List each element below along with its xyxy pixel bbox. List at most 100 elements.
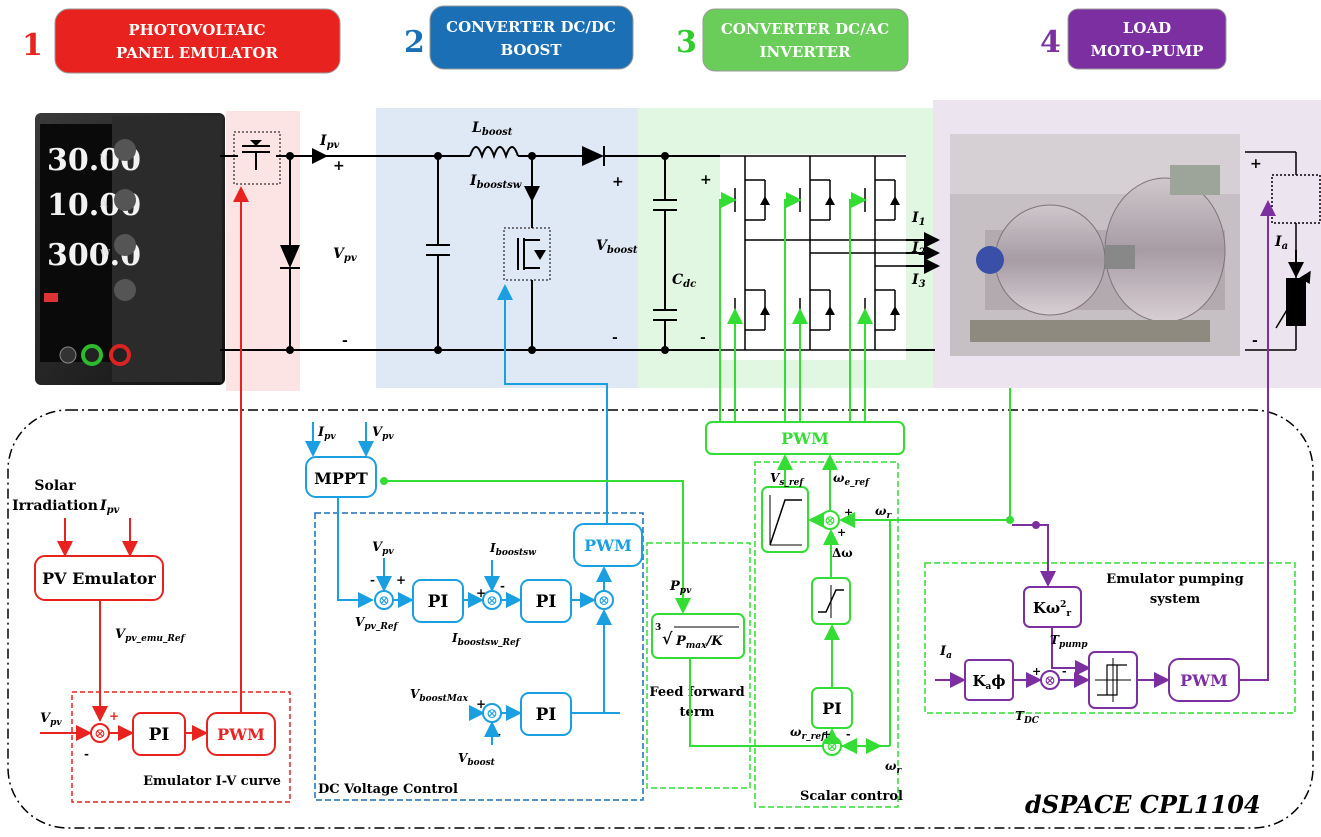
pumping-label-line1: Emulator pumping bbox=[1106, 572, 1243, 587]
stage-3-title-line2: INVERTER bbox=[759, 43, 851, 61]
svg-text:PWM: PWM bbox=[217, 725, 265, 744]
svg-text:VboostMax: VboostMax bbox=[410, 687, 469, 704]
solar-irradiation-line2: Irradiation bbox=[12, 498, 98, 514]
svg-text:ωe_ref: ωe_ref bbox=[833, 471, 871, 488]
svg-text:Vboost: Vboost bbox=[458, 751, 496, 768]
svg-text:PWM: PWM bbox=[1180, 671, 1228, 690]
svg-text:Vs_ref: Vs_ref bbox=[770, 471, 805, 488]
svg-text:PI: PI bbox=[536, 705, 557, 725]
svg-text:+: + bbox=[109, 709, 119, 723]
svg-text:W: W bbox=[100, 249, 111, 260]
svg-text:Iboostsw_Ref: Iboostsw_Ref bbox=[451, 631, 522, 648]
stage-2-number: 2 bbox=[404, 25, 425, 60]
svg-text:Vpv: Vpv bbox=[372, 425, 394, 442]
stage-4-title-line2: MOTO-PUMP bbox=[1091, 42, 1204, 60]
pumping-label-line2: system bbox=[1150, 592, 1200, 607]
svg-text:Vpv: Vpv bbox=[40, 711, 62, 728]
svg-text:Vpv_Ref: Vpv_Ref bbox=[355, 615, 400, 632]
svg-text:3: 3 bbox=[655, 623, 661, 633]
header-stage-3: 3 CONVERTER DC/AC INVERTER bbox=[676, 9, 908, 71]
stage-3-title-line1: CONVERTER DC/AC bbox=[721, 20, 889, 38]
emulator-iv-label: Emulator I-V curve bbox=[143, 774, 281, 789]
svg-text:+: + bbox=[333, 158, 345, 174]
vpv-label: Vpv bbox=[333, 246, 357, 264]
svg-text:V: V bbox=[99, 154, 108, 165]
svg-text:Ppv: Ppv bbox=[669, 579, 692, 596]
stage-2-title-line1: CONVERTER DC/DC bbox=[446, 18, 616, 36]
power-supply-image: 30.00 V 10.00 A 300.0 W bbox=[35, 113, 225, 385]
svg-text:√: √ bbox=[662, 629, 673, 648]
svg-text:⊗: ⊗ bbox=[826, 739, 838, 755]
svg-text:-: - bbox=[342, 333, 348, 349]
svg-text:-: - bbox=[1062, 665, 1067, 678]
stage-4-number: 4 bbox=[1040, 25, 1061, 60]
scalar-control-label: Scalar control bbox=[800, 789, 903, 804]
svg-text:⊗: ⊗ bbox=[1044, 673, 1056, 689]
svg-text:TDC: TDC bbox=[1015, 709, 1040, 726]
pv-emulator-label: PV Emulator bbox=[42, 569, 156, 588]
svg-text:+: + bbox=[844, 506, 853, 519]
svg-text:+: + bbox=[476, 697, 486, 711]
svg-text:+: + bbox=[476, 586, 486, 600]
stage-4-title-line1: LOAD bbox=[1123, 19, 1171, 37]
svg-text:-: - bbox=[612, 330, 618, 346]
motor-pump-image bbox=[950, 134, 1240, 356]
svg-text:+: + bbox=[1032, 665, 1041, 678]
stage-3-number: 3 bbox=[676, 25, 697, 60]
feed-forward-label-line1: Feed forward bbox=[649, 685, 744, 700]
svg-text:⊗: ⊗ bbox=[598, 593, 610, 609]
svg-text:Iboostsw: Iboostsw bbox=[489, 541, 536, 558]
svg-text:A: A bbox=[99, 199, 108, 210]
stage-1-title-line1: PHOTOVOLTAIC bbox=[128, 21, 265, 39]
svg-text:-: - bbox=[500, 579, 505, 593]
svg-text:⊗: ⊗ bbox=[94, 726, 106, 742]
vf-block bbox=[762, 487, 808, 552]
svg-text:⊗: ⊗ bbox=[486, 706, 498, 722]
svg-text:+: + bbox=[396, 573, 406, 587]
svg-text:-: - bbox=[496, 727, 501, 741]
svg-text:+: + bbox=[837, 526, 846, 539]
ipv-label: Ipv bbox=[319, 133, 340, 151]
dspace-label: dSPACE CPL1104 bbox=[1025, 790, 1261, 819]
svg-text:+: + bbox=[1250, 156, 1262, 172]
svg-text:ωr: ωr bbox=[885, 759, 902, 776]
mppt-label: MPPT bbox=[314, 469, 368, 488]
svg-text:PWM: PWM bbox=[584, 536, 632, 555]
inverter-bridge bbox=[720, 154, 938, 360]
svg-text:-: - bbox=[84, 747, 89, 761]
load-resistor bbox=[1286, 278, 1306, 326]
vpv-emu-ref-label: Vpv_emu_Ref bbox=[115, 627, 187, 644]
feed-forward-box bbox=[647, 543, 750, 788]
svg-text:-: - bbox=[1252, 333, 1258, 349]
svg-text:+: + bbox=[822, 728, 831, 741]
svg-text:ωr: ωr bbox=[875, 504, 892, 521]
stage-2-title-line2: BOOST bbox=[500, 41, 562, 59]
svg-text:PI: PI bbox=[536, 592, 557, 612]
svg-text:-: - bbox=[846, 728, 851, 741]
svg-text:-: - bbox=[700, 330, 706, 346]
svg-text:⊗: ⊗ bbox=[824, 513, 836, 529]
svg-text:Ipv: Ipv bbox=[317, 425, 336, 442]
svg-text:PI: PI bbox=[428, 592, 449, 612]
svg-text:Kω2r: Kω2r bbox=[1033, 599, 1072, 619]
dc-voltage-control-label: DC Voltage Control bbox=[318, 782, 458, 797]
svg-text:PI: PI bbox=[822, 699, 842, 718]
svg-text:PI: PI bbox=[149, 725, 170, 745]
solar-irradiation-line1: Solar bbox=[34, 478, 76, 494]
svg-text:⊗: ⊗ bbox=[378, 593, 390, 609]
ipv-input-label: Ipv bbox=[99, 498, 120, 516]
svg-text:Vpv: Vpv bbox=[372, 540, 394, 557]
svg-text:Ia: Ia bbox=[939, 644, 952, 661]
stage-1-title-line2: PANEL EMULATOR bbox=[116, 44, 278, 62]
svg-text:+: + bbox=[612, 174, 624, 190]
header-stage-1: 1 PHOTOVOLTAIC PANEL EMULATOR bbox=[22, 9, 340, 73]
feed-forward-label-line2: term bbox=[680, 705, 715, 720]
svg-text:+: + bbox=[700, 172, 712, 188]
svg-text:⊗: ⊗ bbox=[486, 593, 498, 609]
header-stage-2: 2 CONVERTER DC/DC BOOST bbox=[404, 6, 633, 69]
svg-text:PWM: PWM bbox=[781, 429, 829, 448]
svg-text:Tpump: Tpump bbox=[1050, 633, 1088, 650]
svg-text:-: - bbox=[370, 573, 375, 587]
